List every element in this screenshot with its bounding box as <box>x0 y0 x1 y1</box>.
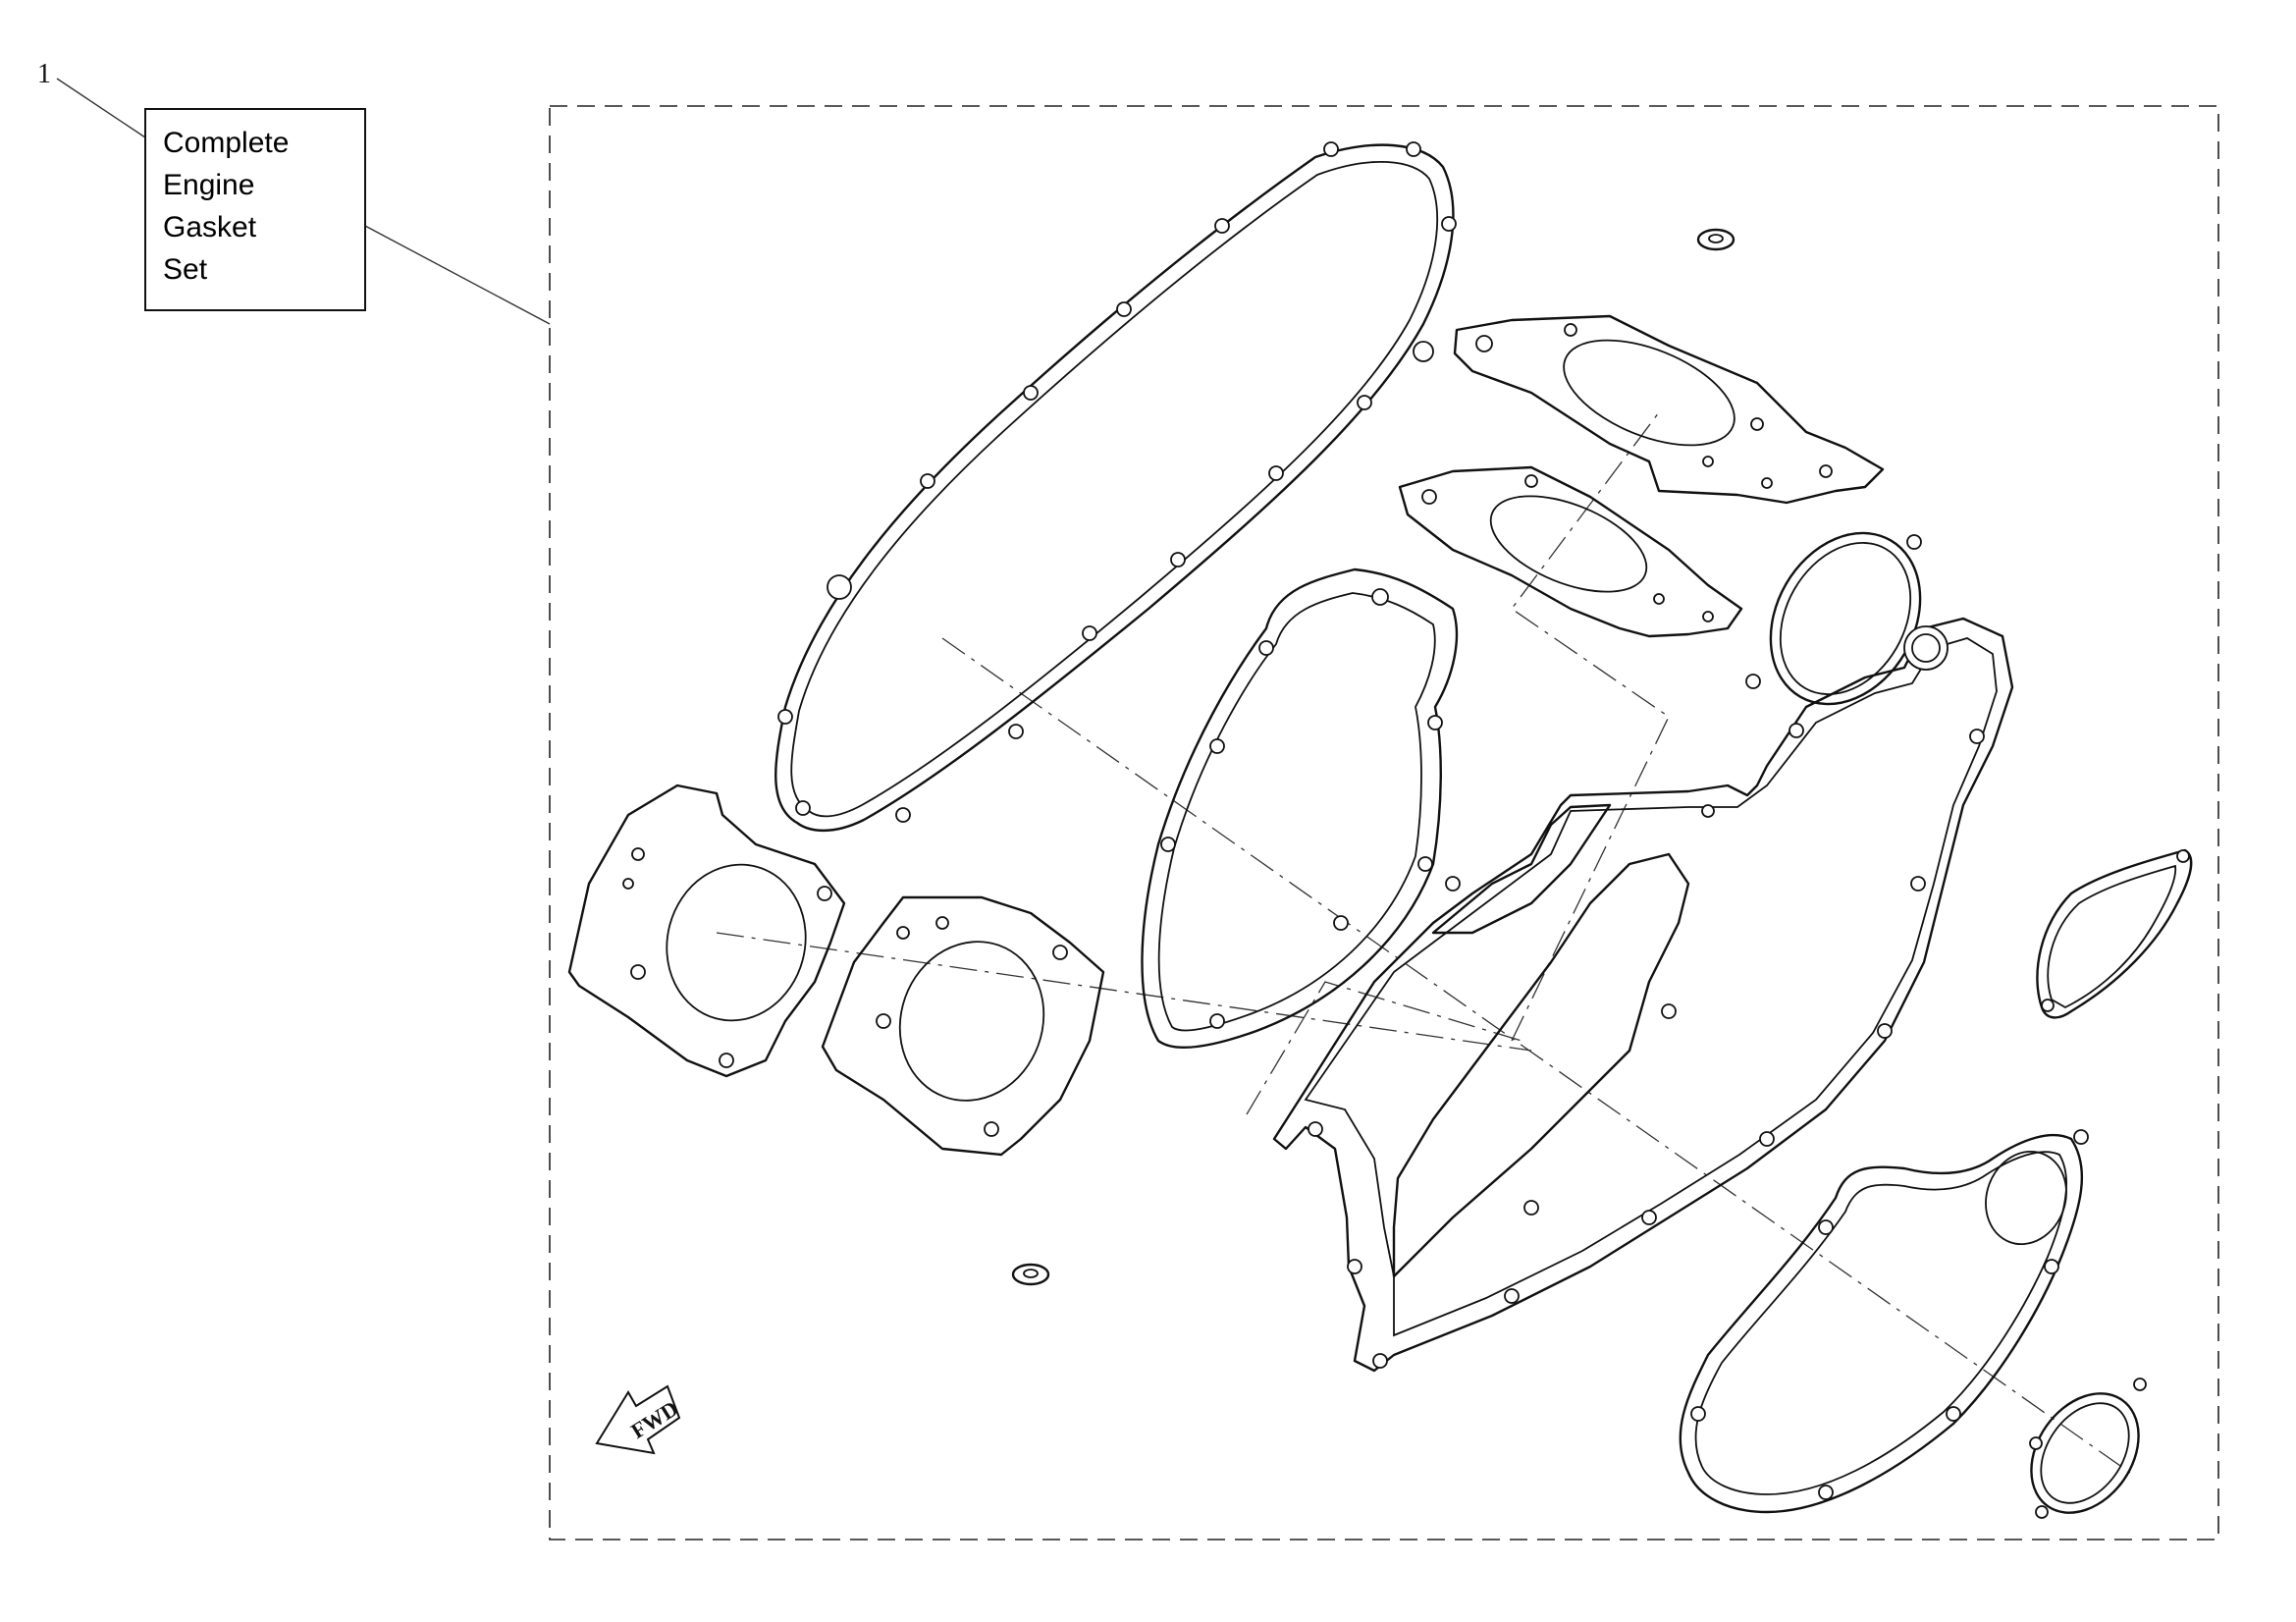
round-gasket-right <box>1745 531 1922 706</box>
label-line-2: Engine <box>163 169 254 201</box>
callout-leader <box>56 78 146 138</box>
crankcase-gasket <box>1272 617 2014 1373</box>
lower-cover-gasket <box>1679 1129 2089 1514</box>
alignment-lines <box>716 411 2131 1474</box>
label-line-3: Gasket <box>163 211 257 243</box>
washer-bottom <box>1011 1263 1050 1286</box>
stator-cover-gasket <box>1141 568 1459 1050</box>
head-gasket-middle <box>1398 465 1743 638</box>
kit-frame <box>549 105 2219 1541</box>
label-line-1: Complete <box>163 127 289 159</box>
label-leader <box>364 225 551 325</box>
small-cover-gasket <box>2036 848 2193 1019</box>
washer-top <box>1696 228 1735 251</box>
head-gasket-upper <box>1453 314 1885 505</box>
callout-number: 1 <box>37 59 51 89</box>
kit-label-box: Complete Engine Gasket Set <box>144 108 366 311</box>
clutch-cover-gasket <box>774 141 1457 833</box>
cylinder-base-gasket-center <box>821 895 1105 1157</box>
small-round-gasket <box>2029 1378 2147 1519</box>
fwd-arrow-icon: FWD <box>595 1384 682 1455</box>
label-line-4: Set <box>163 253 208 286</box>
cylinder-base-gasket-left <box>567 784 846 1078</box>
